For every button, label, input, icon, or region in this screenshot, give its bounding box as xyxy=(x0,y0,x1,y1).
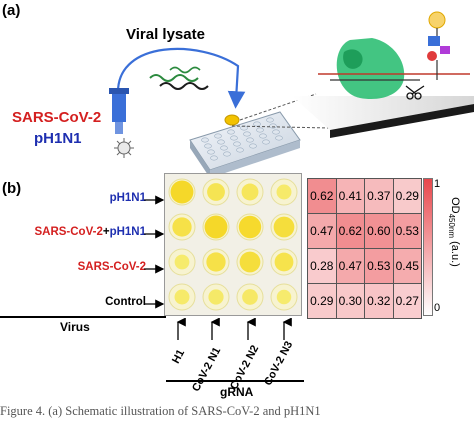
row-label-mixed-sars: SARS-CoV-2 xyxy=(34,226,103,238)
photo-well-signal xyxy=(208,289,224,305)
heatmap-cell: 0.27 xyxy=(392,283,422,319)
row-label-control: Control xyxy=(105,296,146,308)
grna-axis-line xyxy=(166,380,304,382)
heatmap-cell: 0.47 xyxy=(307,213,337,249)
panel-b-label: (b) xyxy=(2,180,22,197)
virus-label-sars-cov-2: SARS-CoV-2 xyxy=(12,109,102,126)
colorbar-max-label: 1 xyxy=(434,178,441,190)
heatmap-cell: 0.62 xyxy=(335,213,365,249)
photo-well-signal xyxy=(172,217,192,237)
cas-protein-icon xyxy=(336,38,405,100)
plate-well xyxy=(272,129,280,135)
heatmap-cell: 0.53 xyxy=(392,213,422,249)
plate-well xyxy=(243,131,251,137)
photo-well-signal xyxy=(174,289,190,305)
photo-well-signal xyxy=(174,254,190,270)
photo-well-signal xyxy=(241,183,259,201)
heatmap-cell: 0.30 xyxy=(335,283,365,319)
panel-a-schematic xyxy=(109,11,474,175)
plate-well xyxy=(233,141,241,147)
grna-arrows xyxy=(176,318,292,340)
well-photo xyxy=(164,173,302,316)
colorbar-title: OD450nm (a.u.) xyxy=(446,197,462,267)
heatmap-cell: 0.32 xyxy=(364,283,394,319)
row-labels: pH1N1 SARS-CoV-2+pH1N1 SARS-CoV-2 Contro… xyxy=(0,176,166,316)
plate-well xyxy=(246,137,254,143)
rna-strand-2 xyxy=(159,82,209,90)
well-plate-icon xyxy=(189,111,301,175)
grna-axis-label: gRNA xyxy=(220,385,254,399)
virus-label-ph1n1: pH1N1 xyxy=(34,130,82,147)
well-photo-wells xyxy=(168,178,298,311)
virus-particle-icon xyxy=(114,138,134,158)
viral-lysate-label: Viral lysate xyxy=(126,26,205,43)
plate-well xyxy=(210,155,218,161)
rna-strand-1 xyxy=(149,74,199,82)
sensor-chip xyxy=(292,96,474,138)
heatmap-cell: 0.41 xyxy=(335,178,365,214)
row-label-mixed: SARS-CoV-2+pH1N1 xyxy=(34,226,146,238)
grna-label-cov2-n1: CoV-2 N1 xyxy=(190,345,224,394)
figure-caption: Figure 4. (a) Schematic illustration of … xyxy=(0,404,321,418)
heatmap-cell: 0.37 xyxy=(364,178,394,214)
row-label-mixed-h1n1: pH1N1 xyxy=(109,226,146,238)
photo-well-signal xyxy=(242,289,258,305)
heatmap-cell: 0.53 xyxy=(364,248,394,284)
plate-well xyxy=(230,135,238,141)
plate-well xyxy=(266,117,274,123)
photo-well-signal xyxy=(204,215,228,239)
photo-well-signal xyxy=(274,252,294,272)
heatmap-cell: 0.47 xyxy=(335,248,365,284)
reporter-molecule-icon xyxy=(427,11,450,80)
heatmap-cell: 0.62 xyxy=(307,178,337,214)
photo-well-signal xyxy=(273,216,295,238)
plate-well xyxy=(207,149,215,155)
plate-well xyxy=(249,143,257,149)
photo-well-signal xyxy=(238,215,262,239)
heatmap-cell: 0.29 xyxy=(307,283,337,319)
heatmap-cell: 0.28 xyxy=(307,248,337,284)
plate-well xyxy=(275,135,283,141)
colorbar xyxy=(423,178,433,316)
plate-well xyxy=(253,121,261,127)
transfer-arrow xyxy=(116,47,246,109)
plate-well xyxy=(201,137,209,143)
photo-well-signal xyxy=(276,184,292,200)
heatmap-cell: 0.29 xyxy=(392,178,422,214)
plate-well xyxy=(204,143,212,149)
heatmap-cell: 0.45 xyxy=(392,248,422,284)
plate-well xyxy=(220,145,228,151)
photo-well-signal xyxy=(170,180,194,204)
plate-well xyxy=(236,147,244,153)
photo-well-signal xyxy=(239,251,261,273)
plate-well xyxy=(256,127,264,133)
plate-well xyxy=(214,133,222,139)
row-arrows xyxy=(144,195,165,309)
sample-tube-icon xyxy=(109,88,129,134)
plate-well xyxy=(217,139,225,145)
colorbar-min-label: 0 xyxy=(434,302,441,314)
virus-axis-line xyxy=(0,316,166,318)
plate-well xyxy=(259,133,267,139)
selected-well xyxy=(224,114,240,126)
plate-well xyxy=(227,129,235,135)
photo-well-signal xyxy=(207,183,225,201)
photo-well-signal xyxy=(276,289,292,305)
virus-axis-label: Virus xyxy=(60,320,90,334)
row-label-sars-cov-2: SARS-CoV-2 xyxy=(77,261,146,273)
plate-well xyxy=(262,139,270,145)
row-label-ph1n1: pH1N1 xyxy=(109,192,146,204)
probe-icon xyxy=(405,85,425,100)
rna-strand-3 xyxy=(169,66,201,74)
panel-a-label: (a) xyxy=(2,2,21,19)
heatmap-cell: 0.60 xyxy=(364,213,394,249)
plate-well xyxy=(223,151,231,157)
plate-well xyxy=(269,123,277,129)
photo-well-signal xyxy=(206,252,226,272)
